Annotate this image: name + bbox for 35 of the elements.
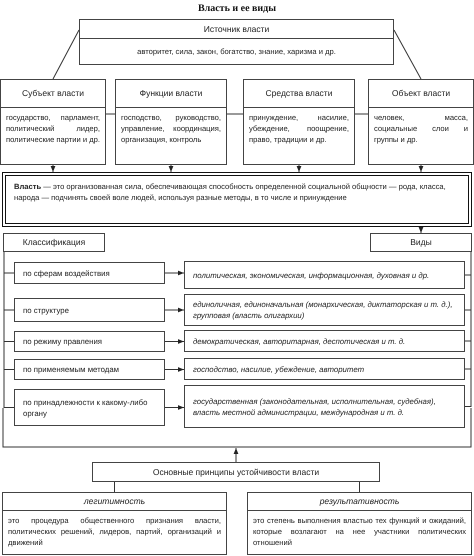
heading-box: Основные принципы устойчивости власти [92, 462, 380, 482]
connector-line [114, 482, 115, 492]
info-card [79, 19, 394, 65]
connector-line [164, 339, 184, 344]
connector-line [164, 367, 184, 372]
card-heading: Функции власти [116, 80, 226, 108]
card-heading: Источник власти [80, 20, 393, 39]
info-card [0, 79, 106, 165]
connector-line [359, 482, 360, 492]
diagram-title: Власть и ее виды [196, 2, 278, 16]
heading-box: Классификация [3, 233, 105, 252]
connector-line [4, 252, 14, 408]
heading-box: Виды [370, 233, 472, 252]
connector-line [234, 448, 238, 462]
info-card [247, 492, 472, 555]
card-heading: Средства власти [244, 80, 354, 108]
connector-line [464, 252, 472, 407]
connector-line [296, 164, 302, 172]
connector-line [418, 226, 424, 234]
info-card [243, 79, 355, 165]
connector-line [52, 30, 80, 80]
connector-line [418, 164, 424, 172]
info-card [368, 79, 474, 165]
info-card [2, 492, 227, 555]
card-heading: легитимность [3, 493, 226, 511]
info-card [115, 79, 227, 165]
connector-line [164, 270, 184, 276]
card-heading: результативность [248, 493, 471, 511]
card-heading: Объект власти [369, 80, 473, 108]
card-heading: Субъект власти [1, 80, 105, 108]
connector-line [50, 164, 56, 172]
connector-line [394, 30, 422, 80]
connector-line [168, 164, 174, 172]
connector-line [164, 405, 184, 410]
connector-line [164, 308, 184, 312]
